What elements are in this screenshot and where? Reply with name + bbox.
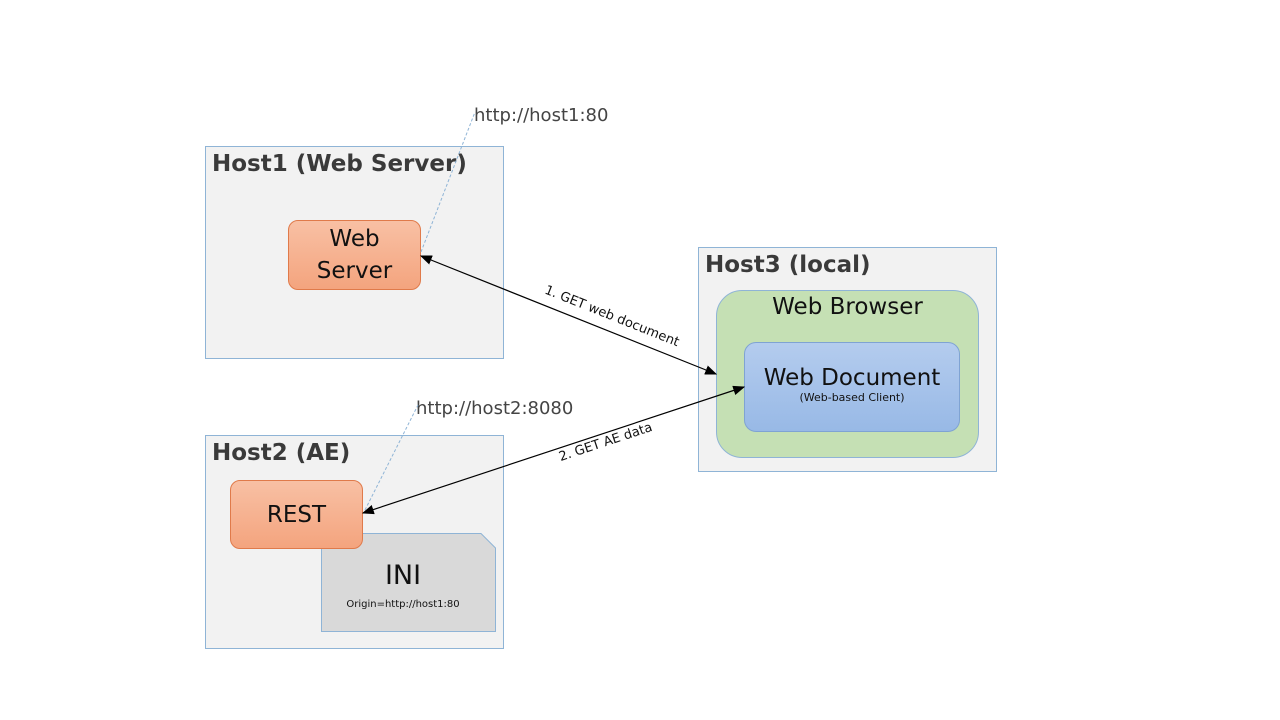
ini-title: INI xyxy=(384,560,422,591)
rest-node: REST xyxy=(230,480,363,549)
host1-url-callout xyxy=(420,111,476,253)
host3-title: Host3 (local) xyxy=(705,252,871,278)
web-document-title: Web Document xyxy=(763,365,941,391)
arrow-get-web-document xyxy=(419,255,718,375)
ini-file-shape xyxy=(321,533,496,632)
ini-content: Origin=http://host1:80 xyxy=(346,599,460,610)
web-document-subtitle: (Web-based Client) xyxy=(799,391,905,404)
web-document-node: Web Document (Web-based Client) xyxy=(744,342,960,432)
host2-title: Host2 (AE) xyxy=(212,440,351,466)
arrow-get-ae-data xyxy=(361,385,746,515)
host2-url-callout xyxy=(364,404,419,511)
host1-box: Host1 (Web Server) xyxy=(205,146,504,359)
web-browser-title: Web Browser xyxy=(772,294,923,320)
host1-title: Host1 (Web Server) xyxy=(212,151,467,177)
web-server-node: Web Server xyxy=(288,220,421,290)
host1-url: http://host1:80 xyxy=(474,105,609,126)
